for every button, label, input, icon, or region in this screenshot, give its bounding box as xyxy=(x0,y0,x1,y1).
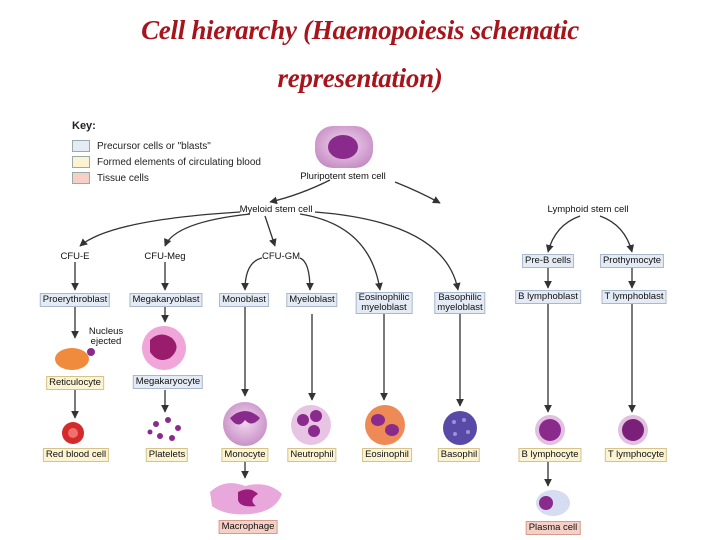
arrow-myeloid-cfue xyxy=(79,211,241,247)
label-red-blood-cell: Red blood cell xyxy=(42,448,110,462)
plasma-cell-image xyxy=(536,490,570,516)
key-label-tissue: Tissue cells xyxy=(97,172,149,184)
label-myeloblast: Myeloblast xyxy=(286,293,338,307)
label-prothymocyte: Prothymocyte xyxy=(599,254,665,268)
basophil-image xyxy=(443,411,477,445)
label-pre-b: Pre-B cells xyxy=(522,254,574,268)
key-label-precursor: Precursor cells or "blasts" xyxy=(97,140,211,152)
macrophage-image xyxy=(210,483,282,515)
label-stem: Pluripotent stem cell xyxy=(300,171,386,182)
arrow-stem-lymphoid xyxy=(394,181,441,204)
arrow-myeloid-cfumeg xyxy=(164,213,251,247)
label-t-lymphoblast: T lymphoblast xyxy=(601,290,667,304)
label-proerythroblast: Proerythroblast xyxy=(39,293,111,307)
label-cfu-gm: CFU-GM xyxy=(262,251,300,262)
label-t-lymphocyte: T lymphocyte xyxy=(604,448,668,462)
arrow-lymphoid-prothymo xyxy=(599,215,635,253)
stem-cell-image xyxy=(315,126,373,168)
key-swatch-formed xyxy=(72,156,90,168)
label-basophil: Basophil xyxy=(437,448,481,462)
key-item-formed: Formed elements of circulating blood xyxy=(72,156,261,168)
label-eos-line-2: myeloblast xyxy=(361,302,407,313)
label-baso-line-2: myeloblast xyxy=(437,302,483,313)
label-megakaryocyte: Megakaryocyte xyxy=(132,375,204,389)
t-lymphocyte-image xyxy=(618,415,648,445)
label-myeloid: Myeloid stem cell xyxy=(239,204,313,215)
label-b-lymphocyte: B lymphocyte xyxy=(518,448,582,462)
key-swatch-tissue xyxy=(72,172,90,184)
key-item-precursor: Precursor cells or "blasts" xyxy=(72,140,211,152)
label-eosinophil: Eosinophil xyxy=(362,448,412,462)
label-platelets: Platelets xyxy=(145,448,189,462)
label-macrophage: Macrophage xyxy=(218,520,278,534)
title-line-1: Cell hierarchy (Haemopoiesis schematic xyxy=(141,15,579,45)
label-neutrophil: Neutrophil xyxy=(287,448,337,462)
label-nucleus-ejected: Nucleus ejected xyxy=(86,326,126,348)
key-swatch-precursor xyxy=(72,140,90,152)
key-item-tissue: Tissue cells xyxy=(72,172,149,184)
label-megakaryoblast: Megakaryoblast xyxy=(129,293,203,307)
label-monoblast: Monoblast xyxy=(219,293,269,307)
label-nucleus-line-2: ejected xyxy=(90,336,122,347)
arrow-lymphoid-preb xyxy=(545,215,581,253)
label-eos-line-1: Eosinophilic xyxy=(358,292,410,303)
label-monocyte: Monocyte xyxy=(221,448,269,462)
label-cfu-meg: CFU-Meg xyxy=(144,251,186,262)
label-nucleus-line-1: Nucleus xyxy=(88,326,124,337)
megakaryocyte-image xyxy=(142,326,186,370)
arrow-stem-myeloid xyxy=(269,179,331,205)
arrow-myeloid-eos xyxy=(299,213,383,291)
arrow-cfugm-myeloblast xyxy=(299,257,314,291)
platelets-image xyxy=(147,417,181,441)
key-title: Key: xyxy=(72,120,96,132)
reticulocyte-image xyxy=(55,348,95,370)
title-line-2: representation) xyxy=(277,63,443,93)
b-lymphocyte-image xyxy=(535,415,565,445)
monocyte-image xyxy=(223,402,267,446)
label-eosinophilic-myeloblast: Eosinophilic myeloblast xyxy=(355,292,413,314)
label-plasma-cell: Plasma cell xyxy=(525,521,581,535)
arrow-myeloid-baso xyxy=(314,211,461,291)
label-baso-line-1: Basophilic xyxy=(438,292,482,303)
eosinophil-image xyxy=(365,405,405,445)
label-lymphoid: Lymphoid stem cell xyxy=(547,204,629,215)
label-reticulocyte: Reticulocyte xyxy=(46,376,104,390)
label-cfu-e: CFU-E xyxy=(60,251,90,262)
arrow-myeloid-cfugm xyxy=(264,215,277,247)
neutrophil-image xyxy=(291,405,331,445)
red-blood-cell-image xyxy=(62,422,84,444)
label-b-lymphoblast: B lymphoblast xyxy=(515,290,581,304)
arrow-cfugm-monoblast xyxy=(241,257,263,291)
label-basophilic-myeloblast: Basophilic myeloblast xyxy=(434,292,486,314)
key-label-formed: Formed elements of circulating blood xyxy=(97,156,261,168)
